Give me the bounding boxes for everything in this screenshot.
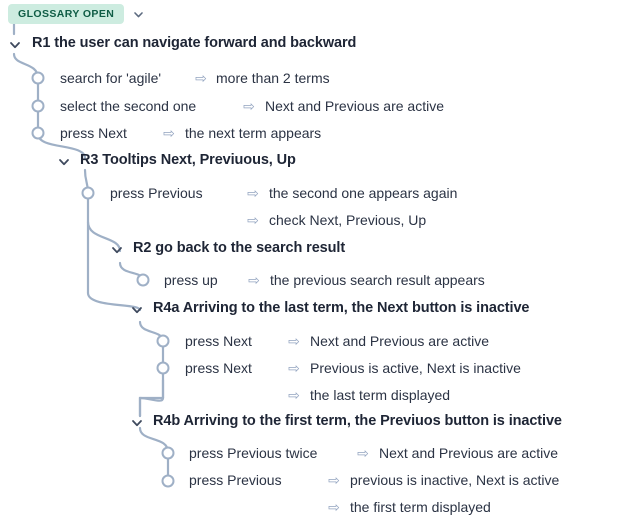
tree-group-R1[interactable]: R1 the user can navigate forward and bac…	[10, 35, 357, 51]
step-action: press up	[164, 272, 218, 288]
tree-step[interactable]: press Next ⇨ Previous is active, Next is…	[185, 360, 521, 377]
step-result: more than 2 terms	[216, 70, 330, 86]
right-arrow-icon: ⇨	[247, 212, 259, 228]
chevron-down-icon[interactable]	[110, 243, 124, 257]
step-result: Next and Previous are active	[310, 333, 489, 349]
tree-group-label: R4b Arriving to the first term, the Prev…	[153, 413, 562, 429]
glossary-status-header: GLOSSARY OPEN	[8, 4, 145, 24]
right-arrow-icon: ⇨	[243, 98, 255, 114]
tree-step-continuation[interactable]: ⇨ check Next, Previous, Up	[110, 212, 426, 229]
chevron-down-icon[interactable]	[132, 8, 145, 21]
step-result: Previous is active, Next is inactive	[310, 360, 521, 376]
tree-step-continuation[interactable]: ⇨ the last term displayed	[185, 387, 450, 404]
tree-step-continuation[interactable]: ⇨ the first term displayed	[189, 499, 491, 516]
tree-group-label: R4a Arriving to the last term, the Next …	[153, 300, 530, 316]
tree-step[interactable]: press Next ⇨ the next term appears	[60, 125, 321, 142]
step-result: the previous search result appears	[270, 272, 485, 288]
tree-step[interactable]: press Previous twice ⇨ Next and Previous…	[189, 445, 558, 462]
step-action: press Previous	[189, 472, 282, 488]
right-arrow-icon: ⇨	[328, 499, 340, 515]
tree-group-label: R3 Tooltips Next, Previuous, Up	[80, 152, 296, 168]
right-arrow-icon: ⇨	[163, 125, 175, 141]
tree-step[interactable]: press Previous ⇨ the second one appears …	[110, 185, 457, 202]
step-action: press Previous twice	[189, 445, 318, 461]
step-action: select the second one	[60, 98, 197, 114]
step-result: Next and Previous are active	[379, 445, 558, 461]
tree-group-label: R1 the user can navigate forward and bac…	[32, 35, 357, 51]
step-result: Next and Previous are active	[265, 98, 444, 114]
step-action: press Next	[60, 125, 127, 141]
right-arrow-icon: ⇨	[357, 445, 369, 461]
chevron-down-icon[interactable]	[8, 38, 22, 52]
right-arrow-icon: ⇨	[247, 185, 259, 201]
step-result: the second one appears again	[269, 185, 458, 201]
chevron-down-icon[interactable]	[130, 303, 144, 317]
step-action: search for 'agile'	[60, 70, 162, 86]
tree-step[interactable]: search for 'agile' ⇨ more than 2 terms	[60, 70, 330, 87]
tree-group-R3[interactable]: R3 Tooltips Next, Previuous, Up	[59, 152, 296, 168]
chevron-down-icon[interactable]	[130, 416, 144, 430]
chevron-down-icon[interactable]	[57, 155, 71, 169]
step-result: previous is inactive, Next is active	[350, 472, 560, 488]
status-badge: GLOSSARY OPEN	[8, 4, 125, 24]
step-result: the next term appears	[185, 125, 322, 141]
tree-group-R2[interactable]: R2 go back to the search result	[112, 240, 346, 256]
tree-step[interactable]: press up ⇨ the previous search result ap…	[164, 272, 485, 289]
right-arrow-icon: ⇨	[195, 70, 207, 86]
tree-step[interactable]: select the second one ⇨ Next and Previou…	[60, 98, 444, 115]
step-action: press Next	[185, 333, 252, 349]
right-arrow-icon: ⇨	[328, 472, 340, 488]
tree-group-R4a[interactable]: R4a Arriving to the last term, the Next …	[132, 300, 530, 316]
tree-group-R4b[interactable]: R4b Arriving to the first term, the Prev…	[132, 413, 562, 429]
right-arrow-icon: ⇨	[248, 272, 260, 288]
tree-step[interactable]: press Previous ⇨ previous is inactive, N…	[189, 472, 559, 489]
right-arrow-icon: ⇨	[288, 387, 300, 403]
tree-group-label: R2 go back to the search result	[133, 240, 346, 256]
step-action: press Previous	[110, 185, 203, 201]
right-arrow-icon: ⇨	[288, 360, 300, 376]
step-action: press Next	[185, 360, 252, 376]
step-result: the first term displayed	[350, 499, 491, 515]
step-result: the last term displayed	[310, 387, 451, 403]
step-result: check Next, Previous, Up	[269, 212, 427, 228]
tree-step[interactable]: press Next ⇨ Next and Previous are activ…	[185, 333, 489, 350]
right-arrow-icon: ⇨	[288, 333, 300, 349]
